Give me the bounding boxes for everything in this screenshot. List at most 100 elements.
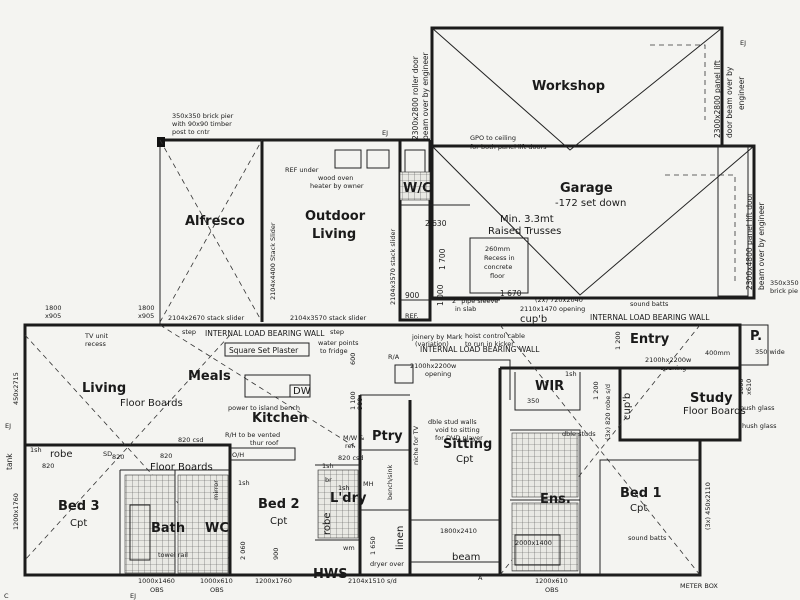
note-pipe-sleeve-1: 2" pipe sleeve	[452, 297, 498, 305]
note-d905-tr: x905	[138, 312, 154, 320]
note-ref-under: REF under	[285, 166, 319, 174]
note-d3x450: (3x) 450x2110	[704, 482, 712, 530]
note-hush-1: hush glass	[740, 404, 775, 412]
note-wood-oven-2: heater by owner	[310, 182, 364, 190]
dim-1670: 1 670	[500, 289, 522, 298]
note-csd-820-2: 820 csd	[338, 454, 364, 462]
note-tv-unit-1: TV unit	[84, 332, 109, 340]
note-dble-stud-1: dble stud walls	[428, 418, 477, 426]
note-d1200x1760-bot: 1200x1760	[255, 577, 292, 585]
note-recess-4: floor	[490, 272, 505, 280]
label-beam: beam	[452, 552, 480, 563]
room-outdoor-living-1: Outdoor	[305, 209, 366, 224]
note-obs-2: OBS	[210, 586, 224, 594]
note-d1800-tl: 1800	[45, 304, 62, 312]
note-panel-lift-top-3: engineer	[737, 76, 746, 110]
note-water-points-1: water points	[318, 339, 359, 347]
note-stack-slider-h2: 2104x3570 stack slider	[290, 314, 366, 322]
note-mh: MH	[363, 480, 374, 488]
note-ilbw-1: INTERNAL LOAD BEARING WALL	[205, 329, 325, 338]
note-1sh-b: 1sh	[322, 462, 334, 470]
note-opening-2110: 2110x1470 opening	[520, 305, 585, 313]
laundry-tiles	[317, 469, 359, 539]
note-d1100: 1 100	[349, 391, 357, 410]
note-a: A	[478, 574, 483, 582]
note-1sh-a: 1sh	[30, 446, 42, 454]
room-kitchen: Kitchen	[252, 411, 308, 426]
note-csd-820-1: 820 csd	[178, 436, 204, 444]
note-brick-pier-2: with 90x90 timber	[172, 120, 232, 128]
note-recess-3: concrete	[484, 263, 512, 271]
note-ra: R/A	[388, 353, 400, 361]
dim-2630: 2 630	[425, 219, 447, 228]
bed3-flooring: Floor Boards	[150, 462, 213, 473]
note-stack-slider-h1: 2104x2670 stack slider	[168, 314, 244, 322]
note-d1000x610: 1000x610	[200, 577, 233, 585]
room-living: Living	[82, 381, 126, 396]
note-mw-ref-1: M/W &	[343, 434, 364, 442]
note-obs-3: OBS	[545, 586, 559, 594]
note-roller-door-1: 2300x2800 roller door	[411, 55, 420, 140]
bed2-floor: Cpt	[270, 516, 287, 527]
note-towel-rail: towel rail	[158, 551, 188, 559]
dim-1000: 1 000	[436, 284, 445, 306]
note-meter-box: METER BOX	[680, 582, 718, 590]
living-floor: Floor Boards	[120, 398, 183, 409]
note-ilbw-2: INTERNAL LOAD BEARING WALL	[420, 345, 540, 354]
note-br: br	[325, 476, 332, 484]
note-roller-door-2: beam over by engineer	[421, 51, 430, 140]
note-ej-3: EJ	[740, 39, 746, 47]
dim-1700: 1 700	[438, 248, 447, 270]
note-d2104x1510: 2104x1510 s/d	[348, 577, 397, 585]
note-wood-oven-1: wood oven	[318, 174, 353, 182]
label-linen: linen	[395, 526, 406, 550]
note-ej-1: EJ	[5, 422, 11, 430]
dim-900: 900	[405, 291, 420, 300]
note-stack-slider-v1: 2104x4400 Stack Slider	[269, 222, 277, 300]
note-joinery-1: joinery by Mark	[411, 333, 463, 341]
note-fridge: REF.	[405, 312, 418, 320]
room-wc-upper: W/C	[403, 181, 432, 196]
label-cupb-2: cup'b	[622, 393, 633, 420]
room-wir: WIR	[535, 379, 564, 394]
note-d1650: 1 650	[369, 536, 377, 555]
room-wc-lower: WC	[205, 521, 229, 536]
note-d600: 600	[349, 353, 357, 365]
note-obs-1: OBS	[150, 586, 164, 594]
note-brick-pier-r2: brick pie	[770, 287, 798, 295]
room-garage: Garage	[560, 181, 613, 196]
room-alfresco: Alfresco	[185, 214, 245, 229]
note-stack-slider-v2: 2104x3570 stack slider	[389, 229, 397, 305]
note-tank: tank	[5, 453, 14, 470]
garage-setdown: -172 set down	[555, 198, 626, 209]
note-d1200: 1 200	[592, 381, 600, 400]
room-study: Study	[690, 391, 733, 406]
bed3-floor: Cpt	[70, 518, 87, 529]
note-panel-lift-side-2: beam over by engineer	[757, 201, 766, 290]
ensuite-shower-tiles	[511, 502, 579, 572]
note-gpo-2: for both panel lift doors	[470, 143, 547, 151]
note-panel-lift-side-1: 2300x4800 panel lift door	[745, 192, 754, 290]
note-opening-2100-a: 2100hx2200w	[410, 362, 457, 370]
note-wm: wm	[343, 544, 355, 552]
note-d820-b: 820	[42, 462, 54, 470]
note-opening-2100-b: 2100hx2200w	[645, 356, 692, 364]
note-recess-1: 260mm	[485, 245, 510, 253]
note-d820-a: 820	[112, 453, 124, 461]
room-bed3: Bed 3	[58, 499, 100, 514]
note-dble-stud-2: dble studs	[562, 430, 596, 438]
note-d1800-r: 1800	[737, 378, 745, 395]
room-workshop: Workshop	[532, 79, 605, 94]
room-ensuite: Ens.	[540, 492, 571, 507]
note-joinery-2: (variation)	[415, 340, 449, 348]
note-robe-820: (3x) 820 robe s/d	[604, 384, 612, 440]
ensuite-tiles	[511, 432, 579, 498]
note-d350wide: 350 wide	[755, 348, 785, 356]
note-d900: 900	[272, 548, 280, 560]
note-hoist-2: to run in kicker	[465, 340, 514, 348]
note-ej-2: EJ	[382, 129, 388, 137]
note-mw-ref-2: ref.	[345, 442, 355, 450]
note-d2060: 2 060	[239, 541, 247, 560]
note-1sh-d: 1sh	[238, 479, 250, 487]
room-entry: Entry	[630, 332, 670, 347]
